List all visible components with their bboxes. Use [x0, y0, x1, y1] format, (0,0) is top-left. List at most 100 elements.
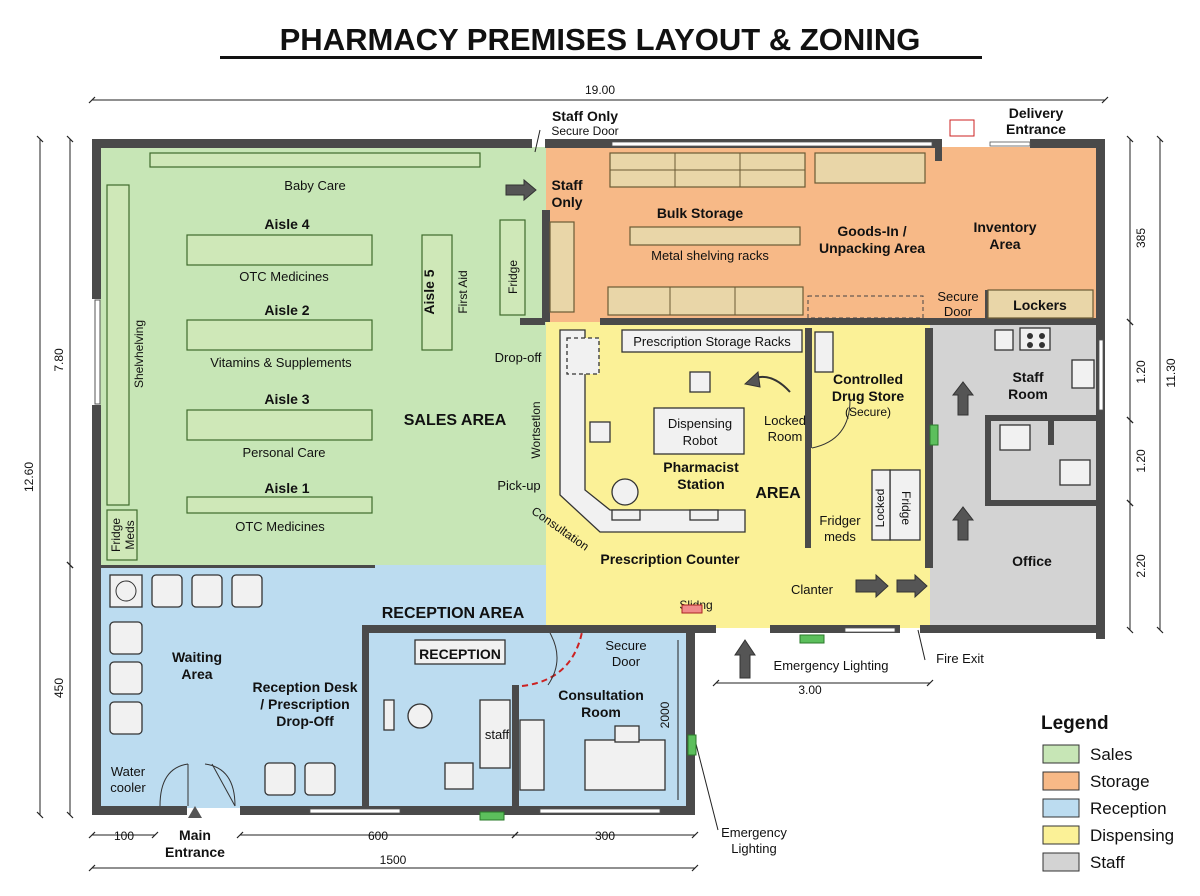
baby-care-label: Baby Care [284, 178, 345, 193]
legend-swatch-reception [1042, 798, 1080, 818]
emergency-light-icon [687, 734, 697, 756]
emergency-lighting-label-b2: Lighting [731, 841, 777, 856]
aisle-5-label: Aisle 5 [421, 269, 437, 314]
aisle-3-sub: Personal Care [242, 445, 325, 460]
entrance-marker-icon [188, 806, 202, 818]
delivery-entrance-label-2: Entrance [1006, 121, 1066, 137]
area-label: AREA [755, 485, 801, 502]
arrow-right-icon [896, 573, 928, 599]
windows [94, 141, 1104, 814]
inventory-label-2: Area [989, 236, 1020, 252]
water-cooler-label-2: cooler [110, 780, 146, 795]
locked-room-label-1: Locked [764, 413, 806, 428]
dim-right-1: 385 [1134, 228, 1148, 248]
zone-dispensing [546, 322, 930, 628]
first-aid-label: First Aid [456, 270, 470, 313]
legend-swatch-dispensing [1042, 825, 1080, 845]
legend-title: Legend [1041, 713, 1109, 734]
dim-bottom-a: 100 [114, 829, 134, 843]
dim-left-upper: 7.80 [52, 348, 66, 372]
staff-label: staff [485, 727, 510, 742]
lockers-label: Lockers [1013, 297, 1067, 313]
main-entrance-label-1: Main [179, 827, 211, 843]
dim-bottom-c: 300 [595, 829, 615, 843]
pick-up-label: Pick-up [497, 478, 540, 493]
dim-notch: 3.00 [798, 683, 822, 697]
dim-right-4: 2.20 [1134, 554, 1148, 578]
emergency-light-icon [479, 811, 505, 821]
fridge-meds-label-1: Fridge [109, 518, 123, 552]
staff-only-label-2: Only [551, 194, 582, 210]
office-label: Office [1012, 553, 1052, 569]
emergency-lighting-label: Emergency Lighting [774, 658, 889, 673]
sales-area-label: SALES AREA [404, 412, 507, 429]
shelving-label: Shelvhelving [132, 320, 146, 388]
legend-swatch-storage [1042, 771, 1080, 791]
consultation-room-label-1: Consultation [558, 687, 644, 703]
legend: Legend SalesStorageReceptionDispensingSt… [1041, 713, 1174, 872]
consultation-room-label-2: Room [581, 704, 621, 720]
storage-fixtures [549, 152, 1094, 319]
reception-desk-label-1: Reception Desk [252, 679, 357, 695]
fridger-label-2: meds [824, 529, 856, 544]
dim-left-lower: 450 [52, 678, 66, 698]
legend-label-reception: Reception [1090, 799, 1167, 818]
dim-bottom-total: 1500 [380, 853, 407, 867]
emergency-light-icon [681, 604, 703, 614]
dim-bottom-b: 600 [368, 829, 388, 843]
arrow-up-icon [951, 381, 975, 416]
title-underline [220, 56, 982, 59]
arrow-up-icon [951, 506, 975, 541]
dim-left-total: 12.60 [22, 462, 36, 492]
legend-swatch-staff [1042, 852, 1080, 872]
fridge-label: Fridge [506, 260, 520, 294]
dim-right-3: 1.20 [1134, 449, 1148, 473]
dispensing-fixtures [559, 329, 921, 541]
locked-vertical-label: Locked [873, 489, 887, 528]
dim-top-total: 19.00 [585, 83, 615, 97]
legend-label-staff: Staff [1090, 853, 1125, 872]
reception-sign: RECEPTION [419, 646, 501, 662]
staff-room-label-2: Room [1008, 386, 1048, 402]
exit-sign-icon [949, 119, 975, 137]
legend-swatch-sales [1042, 744, 1080, 764]
dim-right-total: 11.30 [1164, 358, 1178, 387]
aisle-1-label: Aisle 1 [264, 480, 309, 496]
drop-off-label: Drop-off [495, 350, 542, 365]
pharmacist-label-2: Station [677, 476, 724, 492]
arrow-right-icon [505, 178, 537, 202]
fire-exit-label: Fire Exit [936, 651, 984, 666]
bulk-storage-label: Bulk Storage [657, 205, 744, 221]
water-cooler-label-1: Water [111, 764, 146, 779]
staff-only-callout: Staff Only [552, 108, 618, 124]
goods-in-label-1: Goods-In / [837, 223, 906, 239]
staff-only-label-1: Staff [551, 177, 582, 193]
arrow-right-icon [855, 573, 889, 599]
cd-store-label-2: Drug Store [832, 388, 905, 404]
emergency-light-icon [929, 424, 939, 446]
aisle-2-label: Aisle 2 [264, 302, 309, 318]
waiting-area-label-1: Waiting [172, 649, 222, 665]
aisle-2-sub: Vitamins & Supplements [210, 355, 352, 370]
metal-racks-label: Metal shelving racks [651, 248, 769, 263]
cd-store-label-1: Controlled [833, 371, 903, 387]
page-title: PHARMACY PREMISES LAYOUT & ZONING [280, 22, 921, 57]
secure-door-callout: Secure Door [551, 124, 618, 138]
waiting-area-label-2: Area [181, 666, 212, 682]
legend-label-sales: Sales [1090, 745, 1133, 764]
aisle-1-sub: OTC Medicines [235, 519, 325, 534]
reception-desk-label-2: / Prescription [260, 696, 349, 712]
fridge-meds-label-2: Meds [123, 520, 137, 549]
emergency-light-icon [799, 634, 825, 644]
clanter-label: Clanter [791, 582, 834, 597]
reception-fixtures [109, 574, 666, 807]
inventory-label-1: Inventory [973, 219, 1036, 235]
locked-room-label-2: Room [768, 429, 803, 444]
aisle-3-label: Aisle 3 [264, 391, 309, 407]
staff-fixtures [734, 327, 1095, 679]
sales-fixtures [106, 152, 526, 561]
secure-door-label-2: Door [944, 304, 973, 319]
zone-storage [546, 147, 1097, 325]
